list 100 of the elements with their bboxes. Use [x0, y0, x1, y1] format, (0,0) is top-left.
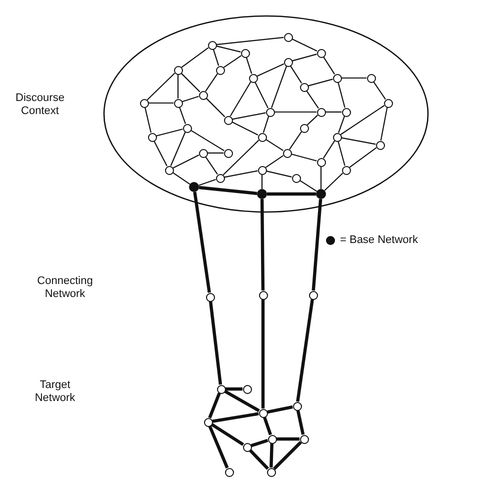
connector-line	[212, 49, 220, 66]
base-node	[316, 189, 326, 199]
network-node	[376, 140, 384, 150]
connector-line	[193, 192, 211, 293]
connector-line	[208, 426, 229, 468]
connector-line	[246, 57, 252, 74]
connector-line	[179, 107, 186, 124]
network-node	[240, 48, 250, 58]
connector-line	[154, 140, 168, 166]
network-node	[258, 166, 266, 174]
connector-line	[340, 105, 385, 135]
connector-line	[324, 172, 344, 191]
network-node	[332, 132, 342, 142]
connector-line	[216, 36, 284, 46]
connector-line	[232, 122, 258, 136]
connector-line	[292, 54, 317, 62]
connector-line	[267, 192, 316, 196]
connector-line	[206, 98, 226, 118]
connector-line	[254, 82, 268, 108]
connector-line	[306, 90, 319, 109]
network-node	[148, 132, 156, 142]
network-node	[366, 74, 376, 82]
network-node	[316, 108, 326, 116]
network-node	[258, 132, 266, 142]
network-node	[248, 74, 258, 82]
connector-line	[306, 114, 318, 126]
connector-line	[212, 412, 259, 423]
network-node	[242, 384, 252, 394]
network-node	[140, 98, 148, 108]
connector-line	[338, 116, 345, 133]
network-node	[316, 48, 326, 58]
connector-line	[322, 140, 336, 158]
connector-line	[144, 107, 152, 133]
connector-line	[172, 172, 190, 185]
connector-line	[198, 178, 216, 186]
network-node	[316, 158, 326, 166]
network-node	[174, 66, 182, 74]
network-node	[224, 116, 232, 124]
network-node	[258, 408, 268, 418]
connector-line	[265, 155, 284, 168]
connector-line	[322, 56, 336, 74]
network-node	[174, 98, 182, 108]
network-node	[224, 468, 234, 476]
connector-line	[312, 198, 322, 291]
connector-line	[261, 300, 265, 408]
connector-line	[177, 74, 179, 98]
connector-line	[380, 107, 388, 141]
connector-line	[300, 180, 318, 192]
connector-line	[223, 55, 242, 68]
network-node	[292, 174, 300, 182]
network-node	[300, 82, 308, 92]
network-node	[204, 418, 212, 426]
section-label: Target Network	[34, 379, 76, 405]
network-node	[342, 166, 350, 174]
connector-line	[320, 166, 322, 189]
connector-line	[274, 111, 316, 113]
network-node	[164, 166, 174, 174]
connector-line	[271, 66, 287, 108]
context-label: Discourse Context	[14, 92, 66, 118]
connector-line	[216, 46, 241, 52]
network-node	[198, 148, 208, 158]
connector-line	[156, 128, 183, 136]
connector-line	[148, 102, 174, 104]
connector-line	[224, 170, 258, 178]
connector-line	[224, 390, 260, 412]
connector-line	[208, 152, 224, 154]
connector-line	[267, 405, 293, 414]
connector-line	[326, 111, 342, 113]
base-node	[189, 182, 199, 192]
network-node	[224, 148, 232, 158]
network-node	[292, 402, 302, 410]
connector-line	[180, 72, 200, 92]
connector-line	[182, 96, 199, 102]
connector-line	[230, 82, 252, 116]
connector-line	[198, 186, 258, 196]
connector-line	[170, 132, 186, 166]
network-node	[216, 384, 226, 394]
connector-line	[290, 66, 302, 84]
network-node	[284, 32, 292, 42]
network-node	[284, 58, 292, 66]
network-node	[182, 124, 192, 132]
network-node	[342, 108, 350, 116]
connector-line	[341, 137, 376, 145]
connector-line	[296, 410, 305, 435]
connector-line	[222, 140, 260, 176]
connector-line	[308, 78, 333, 86]
connector-line	[208, 301, 222, 385]
connector-line	[210, 423, 244, 446]
network-node	[216, 174, 224, 182]
connector-line	[262, 416, 272, 436]
network-node	[300, 124, 308, 132]
connector-line	[338, 82, 346, 108]
network-node	[216, 66, 224, 74]
connector-line	[292, 38, 318, 52]
connector-line	[181, 47, 209, 68]
network-node	[282, 148, 292, 158]
base-node	[257, 189, 267, 199]
connector-line	[208, 392, 221, 418]
connector-line	[349, 147, 377, 168]
network-node	[300, 434, 308, 444]
